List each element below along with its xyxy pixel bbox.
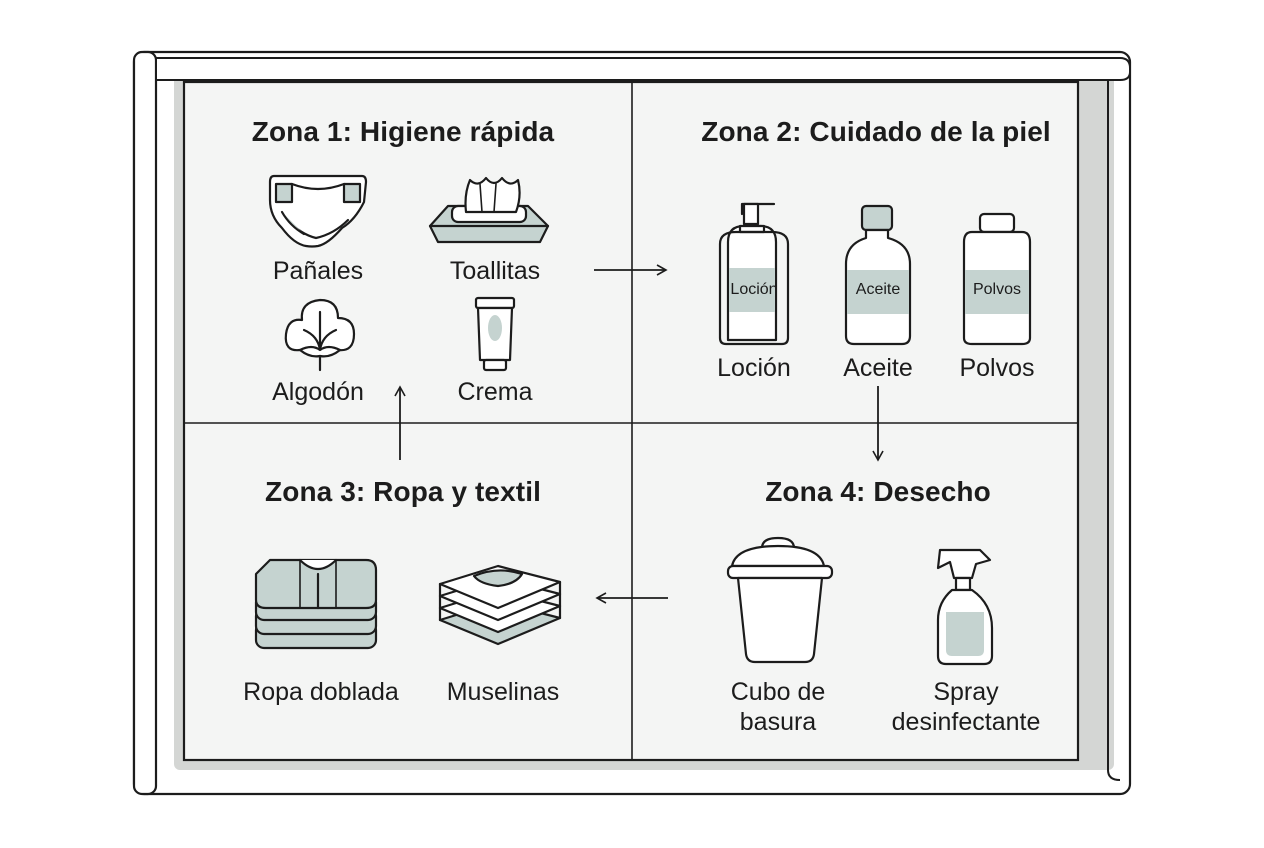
powder-bottle-icon (962, 212, 1032, 346)
trash-bin-icon (726, 536, 834, 664)
label-panales: Pañales (272, 257, 364, 285)
diaper-icon (268, 174, 368, 248)
flow-arrows (394, 264, 884, 604)
label-muselinas: Muselinas (446, 678, 560, 706)
label-cubo-de-basura: Cubo de basura (730, 678, 826, 736)
powder-bottle-label: Polvos (972, 281, 1022, 298)
label-crema: Crema (457, 378, 533, 406)
zone-4-title: Zona 4: Desecho (765, 476, 991, 507)
lotion-bottle-label: Loción (730, 281, 778, 298)
lotion-bottle-icon (718, 202, 790, 346)
cream-tube-icon (474, 296, 516, 372)
label-toallitas: Toallitas (449, 257, 541, 285)
wipes-icon (428, 176, 550, 244)
oil-bottle-label: Aceite (855, 281, 901, 298)
zone-3-title: Zona 3: Ropa y textil (265, 476, 541, 507)
label-aceite: Aceite (843, 354, 913, 382)
label-algodon: Algodón (272, 378, 364, 406)
zone-2-title: Zona 2: Cuidado de la piel (701, 116, 1051, 147)
spray-bottle-icon (936, 548, 994, 666)
label-spray-desinfectante: Spray desinfectante (891, 678, 1041, 736)
zone-1-title: Zona 1: Higiene rápida (251, 116, 555, 147)
cotton-icon (284, 298, 356, 372)
label-ropa-doblada: Ropa doblada (243, 678, 399, 706)
label-locion: Loción (717, 354, 791, 382)
label-polvos: Polvos (959, 354, 1035, 382)
folded-clothes-icon (254, 558, 378, 650)
muslin-cloths-icon (438, 564, 562, 646)
oil-bottle-icon (844, 204, 912, 346)
